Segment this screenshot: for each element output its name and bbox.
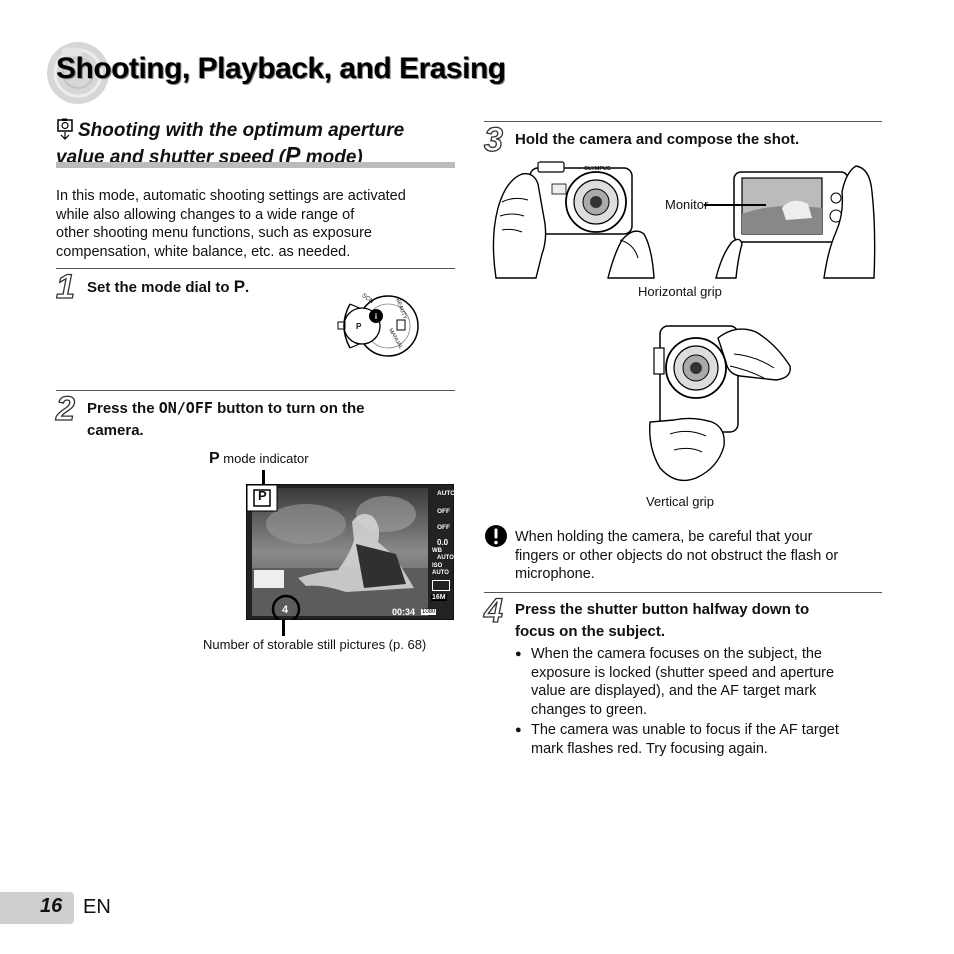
step-2-text: Press the ON/OFF button to turn on the c… (87, 397, 447, 442)
step-divider (56, 390, 455, 391)
bullet-line: exposure is locked (shutter speed and ap… (531, 664, 835, 681)
section-heading-line1: Shooting with the optimum aperture (78, 120, 405, 141)
screen-wb-auto: AUTO (437, 555, 454, 561)
heading-mode: P (285, 142, 301, 168)
note-line: microphone. (515, 566, 595, 582)
step-2-line1: Press the ON/OFF button to turn on the (87, 397, 447, 420)
camera-brand-front: OLYMPUS (584, 166, 611, 172)
bullet-dot: ● (515, 724, 522, 736)
step-1-text: Set the mode dial to P. (87, 276, 249, 299)
screen-iso: ISO (432, 563, 443, 569)
screen-flash-auto: AUTO (437, 490, 456, 497)
bullet-line: changes to green. (531, 701, 648, 718)
bullet-line: When the camera focuses on the subject, … (531, 646, 822, 662)
heading-underline (56, 162, 455, 168)
screen-macro-off: OFF (437, 508, 450, 515)
screen-aspect-icon (432, 580, 450, 591)
screen-exposure: 0.0 (437, 538, 449, 547)
bullet-text: The camera was unable to focus if the AF… (515, 721, 883, 758)
horizontal-grip-back-illustration (715, 165, 876, 279)
mode-indicator-p: P (209, 450, 220, 467)
bullet-line: value are displayed), and the AF target … (531, 683, 817, 699)
section-heading: Shooting with the optimum aperture value… (56, 118, 455, 170)
intro-line: while also allowing changes to a wide ra… (56, 206, 355, 223)
indicator-leader-line (262, 470, 265, 486)
language-code: EN (83, 896, 111, 918)
step-4-line1: Press the shutter button halfway down to (515, 601, 810, 618)
onoff-button-name: ON/OFF (158, 399, 213, 417)
step-number-4: 4 (483, 592, 503, 630)
dial-p-label: P (356, 322, 362, 331)
step-divider (484, 121, 882, 122)
step-divider (56, 268, 455, 269)
screen-self-timer-off: OFF (437, 524, 450, 531)
storable-leader-line (282, 620, 285, 636)
screen-wb: WB (432, 548, 442, 554)
step-3-text: Hold the camera and compose the shot. (515, 131, 800, 148)
step-number-3: 3 (483, 121, 503, 159)
page-number: 16 (40, 895, 63, 917)
screen-record-time: 00:34 (392, 607, 416, 617)
vertical-grip-caption: Vertical grip (646, 494, 714, 509)
screen-storable-count: 4 (282, 604, 289, 616)
mode-indicator-caption: P mode indicator (209, 450, 309, 468)
horizontal-grip-front-illustration (492, 161, 655, 279)
step-number-2: 2 (55, 390, 75, 428)
bullet-line: mark flashes red. Try focusing again. (531, 740, 768, 757)
step-1-text-post: . (245, 279, 250, 296)
step-1-text-pre: Set the mode dial to (87, 279, 234, 296)
svg-text:i: i (375, 312, 377, 321)
step-4-text: Press the shutter button halfway down to… (515, 599, 883, 643)
exclamation-icon (485, 525, 507, 547)
step-2-line2: camera. (87, 422, 144, 439)
bullet-line: The camera was unable to focus if the AF… (531, 722, 839, 738)
step-2-pre: Press the (87, 400, 159, 417)
bullet-text: When the camera focuses on the subject, … (515, 645, 883, 719)
screen-p-icon: P (258, 488, 267, 503)
step-number-1: 1 (55, 268, 75, 306)
bullet-item: ● When the camera focuses on the subject… (515, 645, 883, 719)
note-text: When holding the camera, be careful that… (515, 528, 883, 584)
screen-iso-auto: AUTO (432, 570, 449, 576)
step-2-post: button to turn on the (212, 400, 365, 417)
note-line: When holding the camera, be careful that… (515, 529, 813, 545)
camera-lens-icon (47, 42, 109, 104)
camera-p-mode-icon (57, 118, 73, 140)
vertical-grip-illustration (649, 325, 791, 482)
monitor-leader-line (704, 204, 766, 206)
storable-caption: Number of storable still pictures (p. 68… (203, 637, 427, 652)
mode-dial-illustration: i (337, 295, 419, 357)
step-4-line2: focus on the subject. (515, 623, 666, 640)
intro-paragraph: In this mode, automatic shooting setting… (56, 187, 456, 261)
bullet-item: ● The camera was unable to focus if the … (515, 721, 883, 758)
mode-indicator-label: mode indicator (223, 451, 309, 466)
intro-line: compensation, white balance, etc. as nee… (56, 243, 351, 260)
horizontal-grip-caption: Horizontal grip (638, 284, 722, 299)
step-1-mode: P (233, 277, 246, 296)
page-number-tab (0, 892, 74, 924)
intro-line: other shooting menu functions, such as e… (56, 225, 372, 241)
screen-resolution: 16M (431, 594, 447, 601)
page-title: Shooting, Playback, and Erasing (56, 52, 506, 85)
lcd-screen-illustration (246, 484, 454, 620)
bullet-dot: ● (515, 648, 522, 660)
intro-line: In this mode, automatic shooting setting… (56, 188, 406, 204)
screen-movie-size: 1080 (421, 609, 437, 615)
step-divider (484, 592, 882, 593)
monitor-label: Monitor (665, 197, 709, 212)
note-line: fingers or other objects do not obstruct… (515, 547, 839, 564)
